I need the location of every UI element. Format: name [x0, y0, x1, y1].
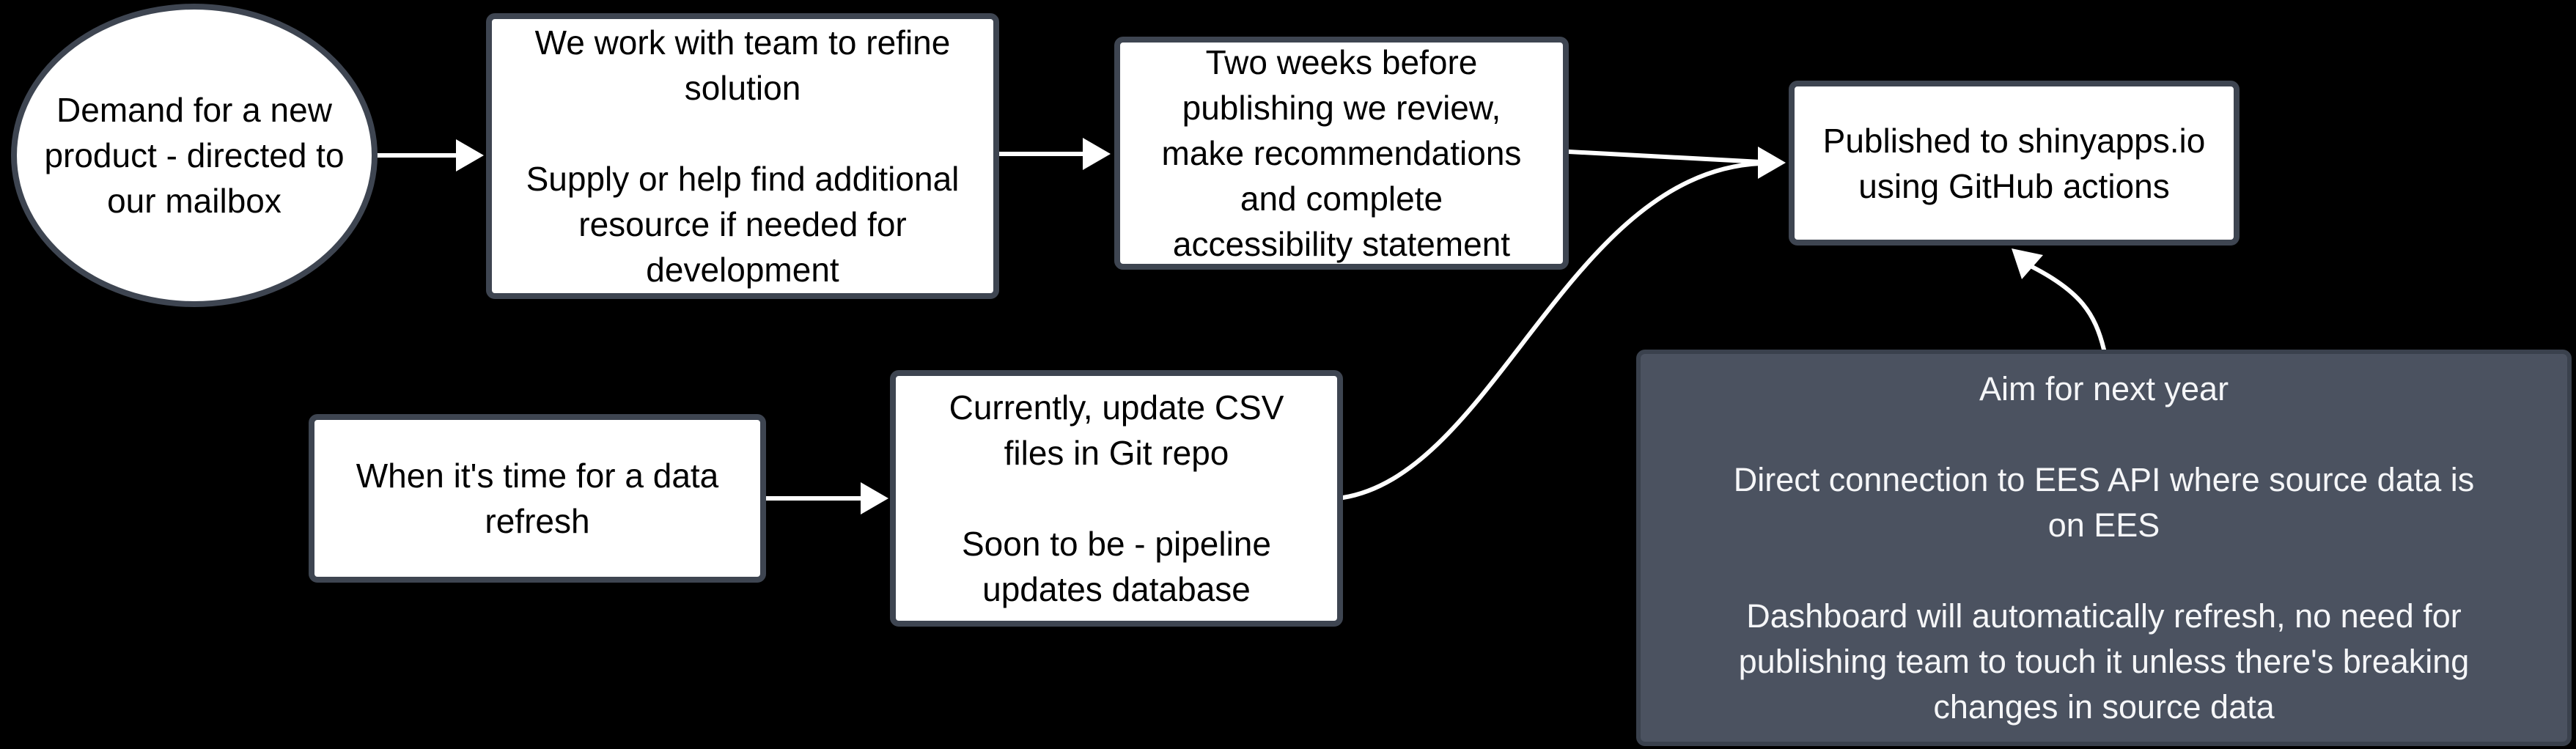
- arrowhead-refine-to-review: [1083, 138, 1111, 170]
- arrow-review-to-published: [1567, 150, 1763, 164]
- node-published-to-shinyapps: Published to shinyapps.io using GitHub a…: [1789, 81, 2240, 246]
- node-update-csv-in-git-repo: Currently, update CSV files in Git repo …: [890, 370, 1343, 627]
- arrowhead-start-to-refine: [456, 139, 484, 171]
- arrowhead-refresh-to-currently: [861, 482, 888, 514]
- arrowhead-aim-to-published: [2012, 248, 2043, 279]
- node-aim-for-next-year: Aim for next year Direct connection to E…: [1636, 350, 2572, 746]
- node-two-weeks-before-publishing-review: Two weeks before publishing we review, m…: [1114, 37, 1569, 270]
- arrowhead-into-published-left: [1758, 147, 1786, 179]
- node-demand-for-new-product: Demand for a new product - directed to o…: [11, 4, 378, 307]
- node-time-for-data-refresh: When it's time for a data refresh: [309, 414, 766, 583]
- arrow-aim-to-published: [2030, 265, 2106, 352]
- node-work-with-team-to-refine: We work with team to refine solution Sup…: [486, 13, 999, 299]
